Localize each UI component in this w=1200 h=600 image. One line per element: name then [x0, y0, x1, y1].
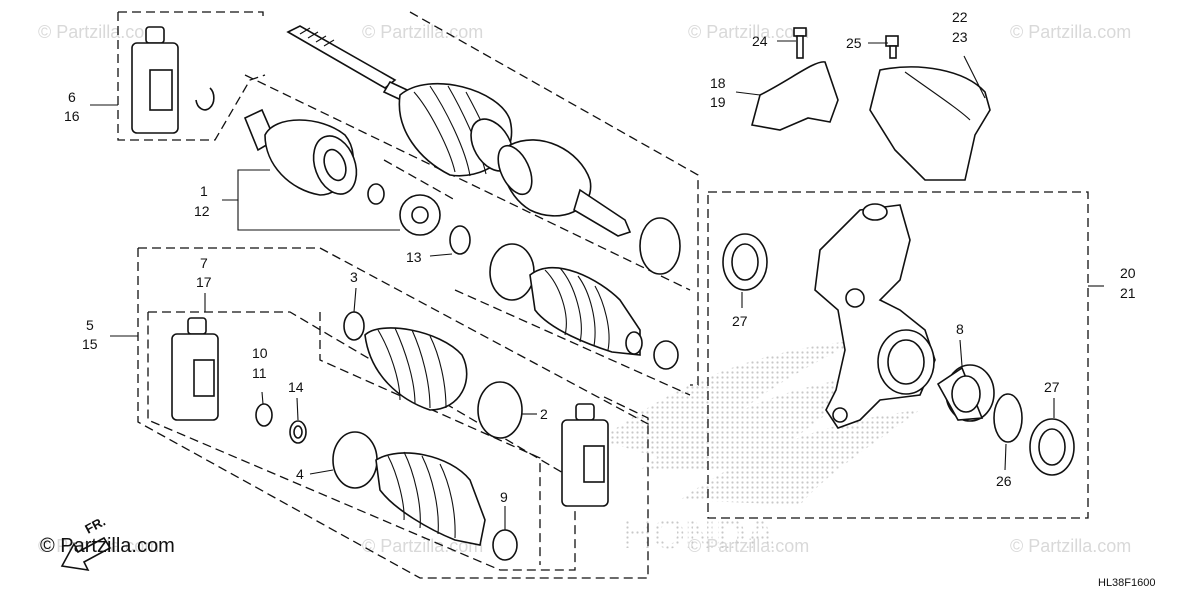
circlip-icon — [195, 87, 215, 111]
callout-5: 5 — [86, 317, 94, 333]
honda-logo-text: HONDA — [622, 510, 776, 557]
callout-22: 22 — [952, 9, 968, 25]
callout-27: 27 — [1044, 379, 1060, 395]
circlip-icon — [993, 393, 1023, 443]
callout-16: 16 — [64, 108, 80, 124]
boot-band-icon — [492, 529, 518, 561]
callout-9: 9 — [500, 489, 508, 505]
boot-band-icon — [332, 431, 378, 489]
callout-23: 23 — [952, 29, 968, 45]
callout-20: 20 — [1120, 265, 1136, 281]
grease-bottle-icon — [131, 26, 179, 134]
fr-label: FR. — [82, 514, 108, 537]
watermark-text: © Partzilla.com — [1010, 536, 1131, 556]
boot-icon — [375, 451, 486, 546]
watermark-text: © Partzilla.com — [362, 22, 483, 42]
callout-24: 24 — [752, 33, 768, 49]
callout-11: 11 — [252, 365, 267, 381]
callout-3: 3 — [350, 269, 358, 285]
inner-cv-joint — [243, 108, 358, 196]
grease-bottle-icon — [561, 403, 609, 507]
callout-2: 2 — [540, 406, 548, 422]
steering-knuckle — [814, 203, 936, 429]
callout-6: 6 — [68, 89, 76, 105]
circlip-icon — [449, 225, 471, 255]
callout-10: 10 — [252, 345, 268, 361]
watermark-layer: © Partzilla.com © Partzilla.com © Partzi… — [38, 22, 1131, 556]
watermark-text: © Partzilla.com — [688, 22, 809, 42]
drive-shaft-assembly — [286, 25, 632, 237]
circlip-icon — [367, 183, 385, 205]
callout-26: 26 — [996, 473, 1012, 489]
callout-19: 19 — [710, 94, 726, 110]
partzilla-credit: © Partzilla.com — [40, 535, 175, 557]
callout-21: 21 — [1120, 285, 1136, 301]
callout-8: 8 — [956, 321, 964, 337]
watermark-text: © Partzilla.com — [1010, 22, 1131, 42]
knuckle-guard-large — [869, 66, 991, 181]
callout-18: 18 — [710, 75, 726, 91]
watermark-text: © Partzilla.com — [38, 22, 159, 42]
callout-27: 27 — [732, 313, 748, 329]
knuckle-guard-small — [751, 61, 839, 131]
callout-13: 13 — [406, 249, 422, 265]
boot-band-icon — [653, 340, 679, 370]
callout-labels: 6 16 1 12 13 7 17 5 15 3 10 11 14 2 4 9 … — [64, 9, 1136, 505]
callout-15: 15 — [82, 336, 98, 352]
boot-band-icon — [477, 381, 523, 439]
callout-14: 14 — [288, 379, 304, 395]
watermark-text: © Partzilla.com — [362, 536, 483, 556]
callout-12: 12 — [194, 203, 210, 219]
bolt-icon — [793, 27, 807, 59]
tripod-spider — [399, 194, 441, 236]
circlip-icon — [289, 420, 307, 444]
boot-icon — [529, 266, 643, 356]
group-outlines — [117, 11, 1089, 579]
grease-bottle-icon — [171, 317, 219, 421]
watermark-text: © Partzilla.com — [688, 536, 809, 556]
callout-7: 7 — [200, 255, 208, 271]
circlip-icon — [255, 403, 273, 427]
callout-1: 1 — [200, 183, 208, 199]
boot-band-icon — [343, 311, 365, 341]
callout-25: 25 — [846, 35, 862, 51]
boot-icon — [364, 327, 468, 411]
callout-4: 4 — [296, 466, 304, 482]
oil-seal-icon — [1029, 418, 1075, 476]
bolt-icon — [885, 35, 899, 59]
boot-band-icon — [489, 217, 681, 301]
leader-lines — [90, 40, 1104, 530]
oil-seal-icon — [722, 233, 768, 291]
callout-17: 17 — [196, 274, 212, 290]
bearing-icon — [936, 364, 995, 422]
diagram-code: HL38F1600 — [1098, 577, 1156, 589]
